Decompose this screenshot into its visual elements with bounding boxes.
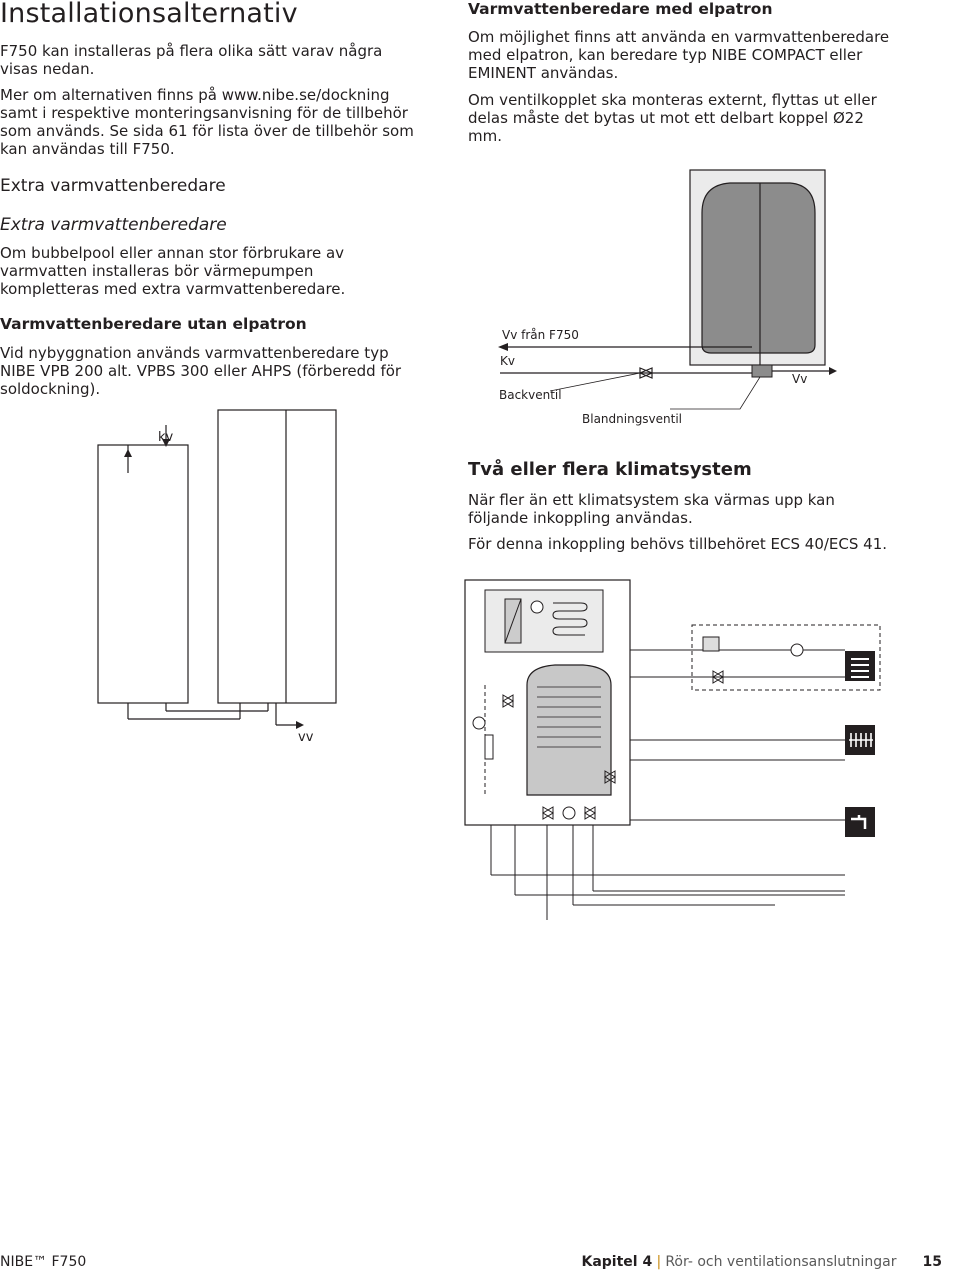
vv-label: vv	[298, 730, 314, 745]
with-elpatron-paragraph-2: Om ventilkopplet ska monteras externt, f…	[468, 91, 877, 145]
footer-separator: |	[656, 1254, 662, 1270]
no-elpatron-heading: Varmvattenberedare utan elpatron	[0, 315, 307, 333]
footer-chapter-label: Kapitel 4	[581, 1254, 653, 1270]
heat-pump-cabinet	[217, 409, 337, 704]
circulation-pump-icon	[472, 716, 486, 730]
no-elpatron-paragraph: Vid nybyggnation används varmvattenbered…	[0, 344, 402, 398]
ecs-controller-icon	[702, 636, 720, 652]
backventil-label: Backventil	[499, 388, 562, 402]
ecs-pump-icon	[790, 643, 804, 657]
multi-system-paragraph-1: När fler än ett klimatsystem ska värmas …	[468, 491, 835, 527]
extra-heater-tank	[97, 444, 189, 704]
multi-system-heading: Två eller flera klimatsystem	[468, 459, 752, 480]
footer-chapter: Kapitel 4|Rör- och ventilationsanslutnin…	[581, 1254, 942, 1270]
mixing-valve-icon	[751, 364, 773, 378]
section-heading: Extra varmvattenberedare	[0, 176, 226, 196]
immersion-heater-icon	[484, 734, 494, 760]
intro-paragraph-2: Mer om alternativen finns på www.nibe.se…	[0, 86, 414, 158]
kv-label-right: Kv	[500, 354, 515, 368]
blandningsventil-label: Blandningsventil	[582, 412, 682, 426]
sub-paragraph: Om bubbelpool eller annan stor förbrukar…	[0, 244, 346, 298]
multi-system-paragraph-2: För denna inkoppling behövs tillbehöret …	[468, 535, 888, 553]
page-title: Installationsalternativ	[0, 0, 298, 29]
vv-label-right: Vv	[792, 372, 807, 386]
bottom-valve-icon	[542, 806, 554, 820]
kv-label: kv	[158, 430, 174, 445]
footer-chapter-title: Rör- och ventilationsanslutningar	[665, 1254, 897, 1270]
valve-icon	[502, 694, 514, 708]
with-elpatron-heading: Varmvattenberedare med elpatron	[468, 0, 773, 18]
pump-icon	[530, 600, 544, 614]
internal-water-heater	[526, 664, 612, 796]
with-elpatron-paragraph-1: Om möjlighet finns att använda en varmva…	[468, 28, 890, 82]
multi-climate-diagram	[464, 579, 881, 920]
vv-fran-label: Vv från F750	[502, 328, 579, 342]
footer-brand: NIBE™ F750	[0, 1254, 87, 1270]
hot-water-tap-icon	[845, 807, 875, 837]
elpatron-heater-diagram: Vv från F750 Kv Backventil Vv Blandnings…	[498, 169, 837, 426]
intro-paragraph-1: F750 kan installeras på flera olika sätt…	[0, 42, 383, 78]
heat-exchanger-coil-icon	[552, 602, 588, 636]
elpatron-heater-tank	[701, 182, 816, 354]
ecs-module	[691, 624, 881, 691]
compressor-module	[484, 589, 604, 653]
extra-heater-diagram: kv vv	[97, 409, 337, 745]
page-number: 15	[922, 1254, 942, 1270]
sub-heading-italic: Extra varmvattenberedare	[0, 215, 227, 235]
